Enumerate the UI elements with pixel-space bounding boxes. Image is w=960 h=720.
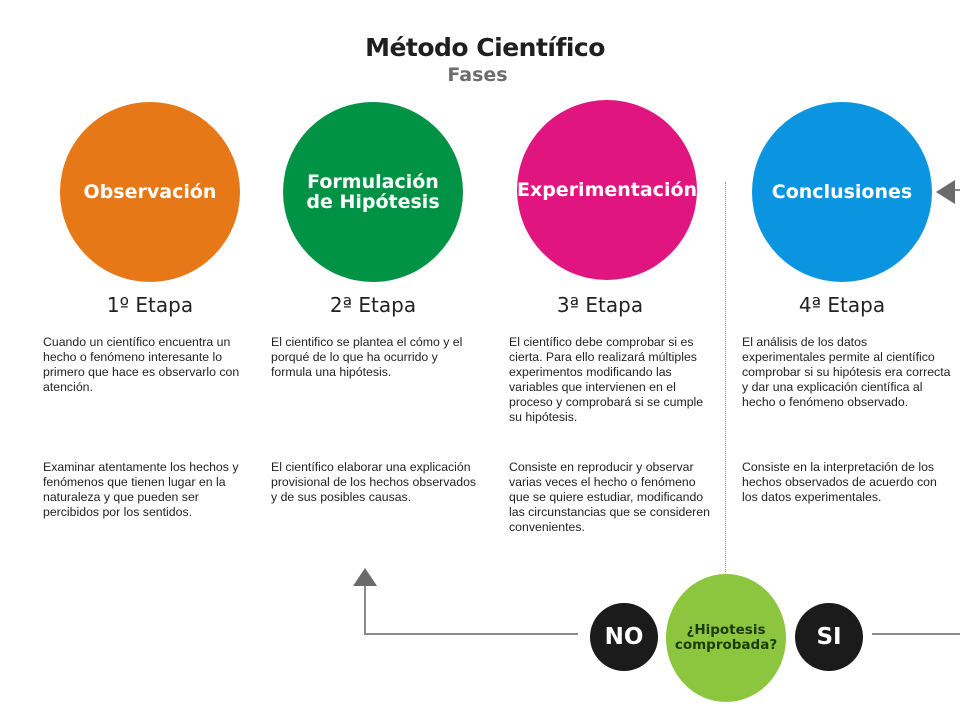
question-line2: comprobada? xyxy=(674,637,778,653)
circle-label-hipotesis: Formulación de Hipótesis xyxy=(306,172,439,212)
circle-observacion: Observación xyxy=(60,102,240,282)
circle-label-hipotesis-line2: de Hipótesis xyxy=(306,191,440,213)
circle-formulacion-hipotesis: Formulación de Hipótesis xyxy=(283,102,463,282)
circle-label-observacion: Observación xyxy=(83,181,217,203)
circle-label-hipotesis-line1: Formulación xyxy=(307,171,439,193)
stage-2-description: El cientifico se plantea el cómo y el po… xyxy=(271,335,463,379)
circle-label-experimentacion: Experimentación xyxy=(516,179,698,201)
stage-label-2: 2ª Etapa xyxy=(329,293,417,317)
stage-2-definition: El científico elaborar una explicación p… xyxy=(271,460,477,504)
question-label: ¿Hipotesis comprobada? xyxy=(675,623,777,653)
stage-4-description: El análisis de los datos experimentales … xyxy=(742,335,951,409)
stage-label-1: 1º Etapa xyxy=(106,293,194,317)
stage-3-definition: Consiste en reproducir y observar varias… xyxy=(509,460,710,534)
no-return-arrowhead xyxy=(353,568,377,586)
si-label: SI xyxy=(816,624,842,650)
stage-divider xyxy=(725,182,726,572)
no-return-arrow-line xyxy=(364,585,578,635)
stage-label-3: 3ª Etapa xyxy=(556,293,644,317)
question-line1: ¿Hipotesis xyxy=(686,622,766,638)
conclusiones-arrowhead xyxy=(936,180,955,204)
no-label: NO xyxy=(604,624,644,650)
circle-label-conclusiones: Conclusiones xyxy=(771,181,913,203)
stage-1-definition: Examinar atentamente los hechos y fenóme… xyxy=(43,460,239,519)
no-answer-node: NO xyxy=(590,603,658,671)
stage-4-definition: Consiste en la interpretación de los hec… xyxy=(742,460,937,504)
hypothesis-question-node: ¿Hipotesis comprobada? xyxy=(666,574,786,702)
stage-1-description: Cuando un científico encuentra un hecho … xyxy=(43,335,240,394)
circle-experimentacion: Experimentación xyxy=(517,100,697,280)
circle-conclusiones: Conclusiones xyxy=(752,102,932,282)
page-title: Método Científico xyxy=(365,33,605,62)
stage-label-4: 4ª Etapa xyxy=(798,293,886,317)
page-subtitle: Fases xyxy=(447,64,508,86)
si-answer-node: SI xyxy=(795,603,863,671)
stage-3-description: El científico debe comprobar si es ciert… xyxy=(509,335,704,424)
